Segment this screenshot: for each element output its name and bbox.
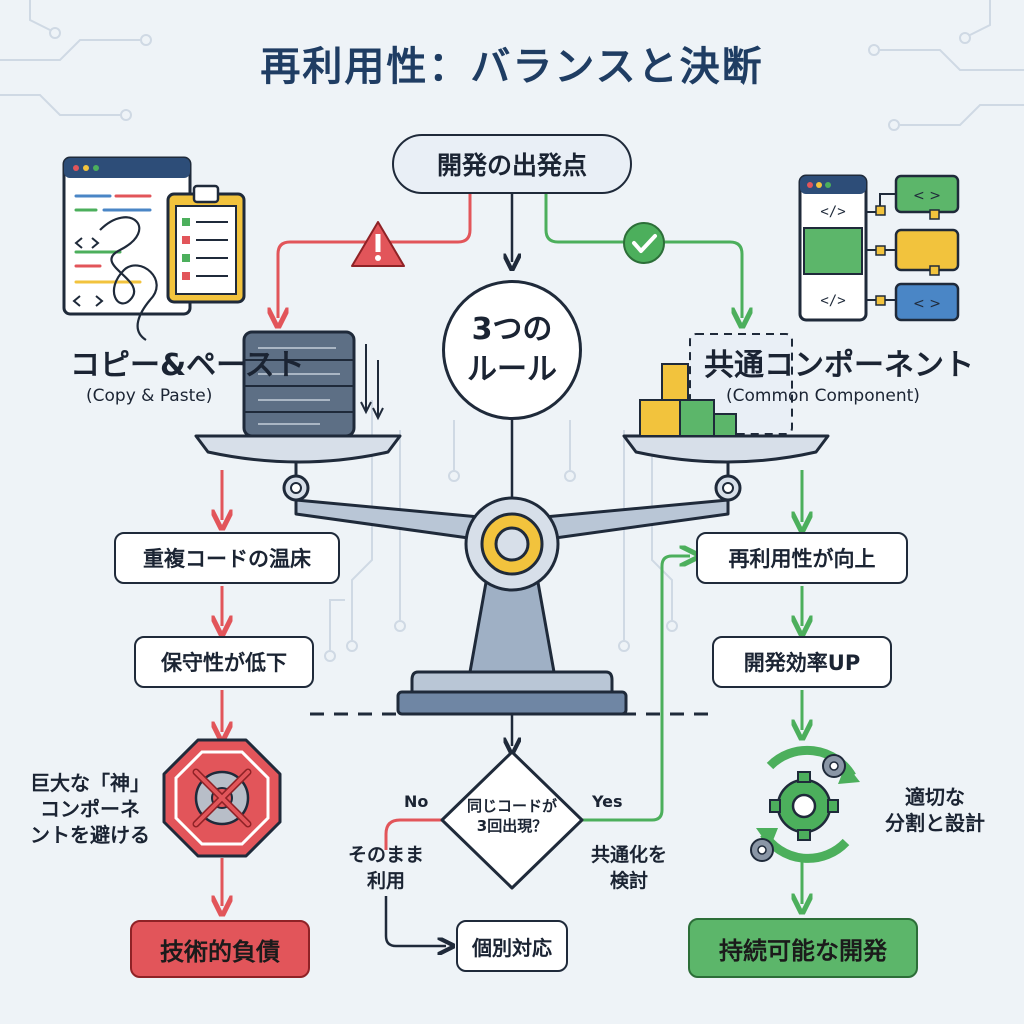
decision-no-label: No — [404, 792, 429, 811]
component-blocks-icon — [639, 333, 793, 437]
individual-handling-box: 個別対応 — [456, 920, 568, 972]
common-component-heading: 共通コンポーネント — [704, 348, 974, 383]
warning-icon — [351, 221, 405, 267]
stop-sign-icon — [162, 738, 282, 858]
page-title: 再利用性：バランスと決断 — [260, 44, 764, 90]
reusability-up-box: 再利用性が向上 — [696, 532, 908, 584]
copy-paste-heading: コピー&ペースト — [70, 348, 305, 383]
copy-paste-sub: (Copy & Paste) — [86, 386, 213, 406]
rules-line-2: ルール — [467, 352, 557, 387]
god-component-warning: 巨大な「神」 コンポーネ ントを避ける — [30, 771, 150, 847]
clipboard-icon — [166, 184, 246, 304]
duplicate-code-box: 重複コードの温床 — [114, 532, 340, 584]
sustainable-dev-box: 持続可能な開発 — [688, 918, 918, 978]
design-note: 適切な 分割と設計 — [885, 785, 985, 835]
code-stack-icon — [242, 330, 384, 438]
rules-line-1: 3つの — [471, 312, 553, 347]
start-node: 開発の出発点 — [392, 134, 632, 194]
check-icon — [623, 222, 665, 264]
decision-diamond — [440, 750, 584, 890]
messy-code-window-icon — [62, 156, 192, 341]
svg-text:< >: < > — [913, 296, 941, 312]
svg-text:< >: < > — [913, 188, 941, 204]
technical-debt-box: 技術的負債 — [130, 920, 310, 978]
consider-sharing-label: 共通化を 検討 — [590, 844, 667, 892]
decision-question: 同じコードが 3回出現？ — [466, 797, 557, 835]
decision-yes-label: Yes — [592, 792, 623, 811]
svg-text:</>: </> — [820, 204, 845, 220]
maintainability-down-box: 保守性が低下 — [134, 636, 314, 688]
rules-circle: 3つの ルール — [442, 280, 582, 420]
use-as-is-label: そのまま 利用 — [347, 844, 424, 892]
gear-cycle-icon — [750, 745, 860, 863]
common-component-sub: (Common Component) — [726, 386, 920, 406]
component-diagram-icon: </> </> < > < > — [798, 174, 960, 322]
dev-efficiency-box: 開発効率UP — [712, 636, 892, 688]
balance-scale-icon — [194, 434, 830, 716]
svg-text:</>: </> — [820, 293, 845, 309]
